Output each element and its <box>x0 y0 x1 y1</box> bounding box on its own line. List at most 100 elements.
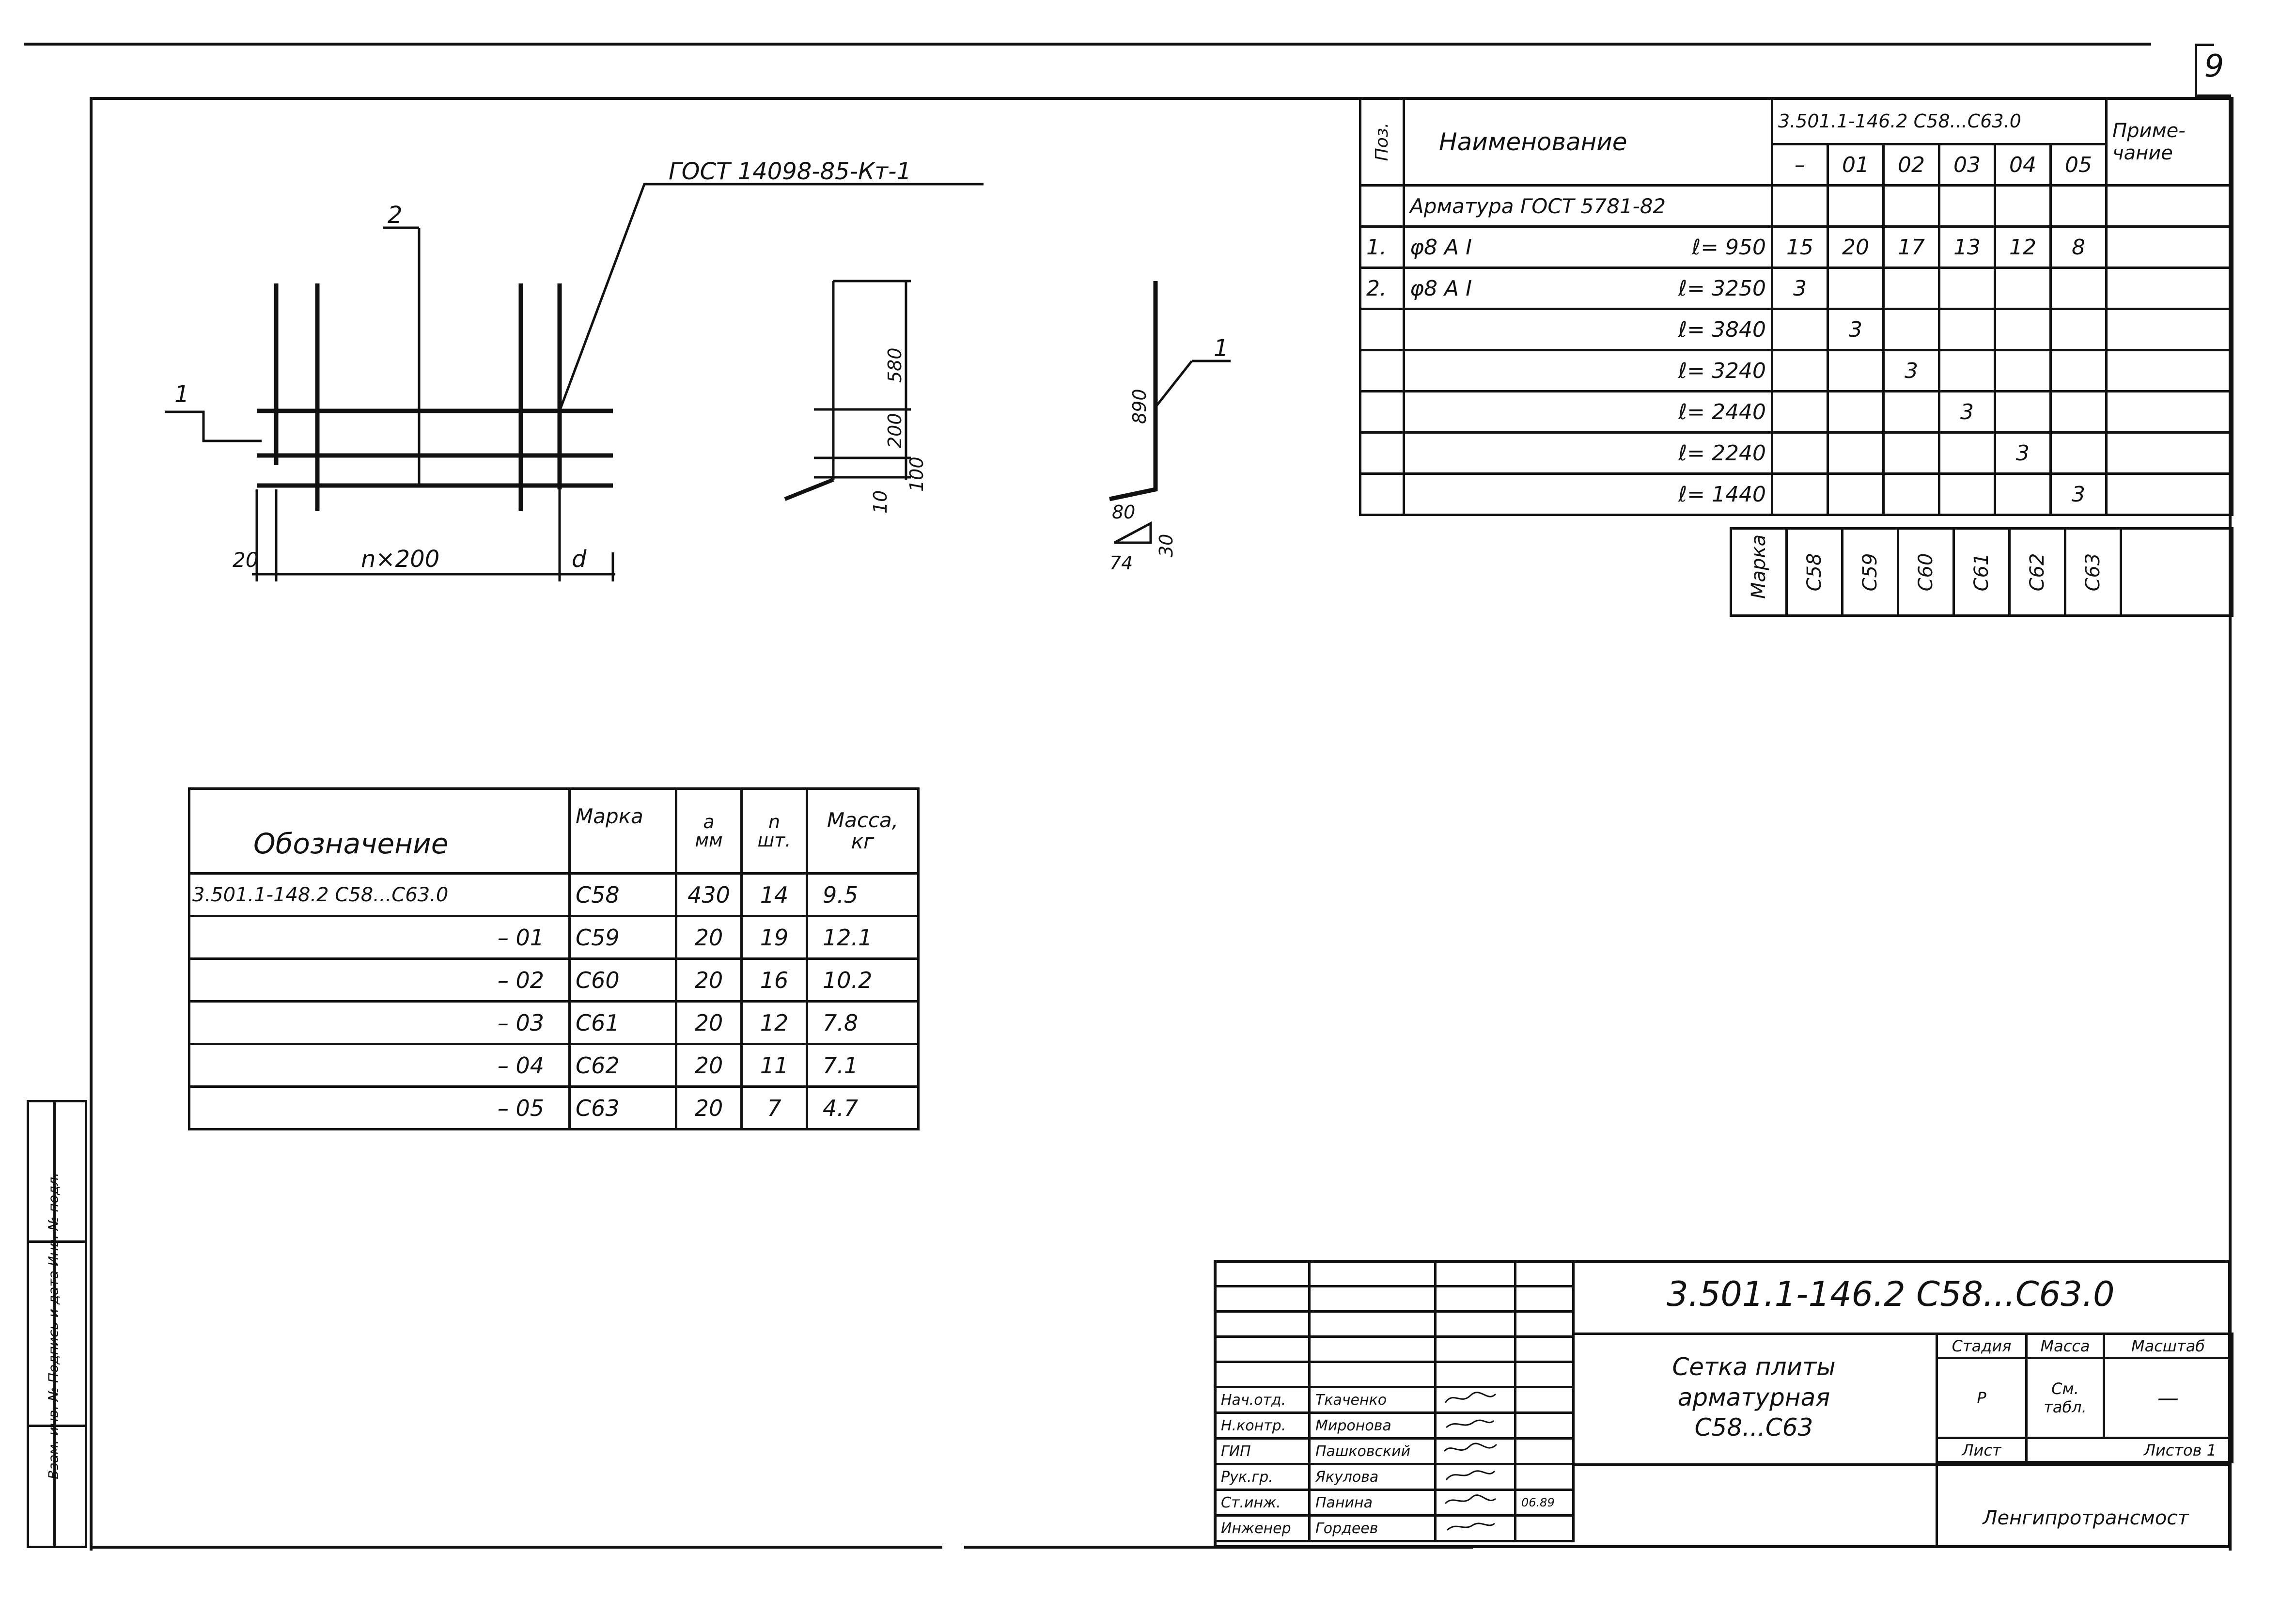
des-code: – 01 <box>188 915 571 960</box>
gost-label: ГОСТ 14098-85-Кт-1 <box>669 158 911 185</box>
page-number-box <box>2195 44 2231 97</box>
spec-len: ℓ= 1440 <box>1678 482 1766 507</box>
staff-name: Пашковский <box>1308 1437 1437 1465</box>
spec-cell <box>1882 184 1940 228</box>
staff-cell <box>1214 1310 1311 1338</box>
staff-cell <box>1514 1361 1575 1388</box>
frame-bottom <box>90 1546 942 1549</box>
spec-qty <box>1827 267 1885 310</box>
marka-value: С61 <box>1970 553 1993 591</box>
v-dim-top: 580 <box>884 347 906 383</box>
des-mark: С58 <box>568 872 677 917</box>
side-stamp-divider <box>27 1240 87 1243</box>
spec-qty: 3 <box>1938 390 1996 434</box>
spec-doc-code: 3.501.1-146.2 С58...С63.0 <box>1770 97 2108 145</box>
des-n: 16 <box>740 957 808 1003</box>
staff-cell <box>1434 1260 1516 1287</box>
des-a: 430 <box>675 872 743 917</box>
staff-cell <box>1308 1285 1437 1313</box>
spec-qty: 3 <box>2049 472 2108 516</box>
staff-name: Якулова <box>1308 1463 1437 1491</box>
spec-row: ℓ= 3840 3 <box>1359 308 2234 351</box>
staff-cell <box>1308 1361 1437 1388</box>
spec-bar-cell: ℓ= 1440 <box>1403 472 1773 516</box>
spec-row: ℓ= 2240 3 <box>1359 431 2234 475</box>
des-mass: 12.1 <box>806 915 920 960</box>
mass-header: Масса <box>2025 1333 2105 1359</box>
bar-height-label: 890 <box>1129 389 1150 424</box>
mass-value: См. табл. <box>2025 1357 2105 1439</box>
des-header-a: a мм <box>675 787 743 875</box>
spec-variant: 01 <box>1827 143 1885 187</box>
pos2-label: 2 <box>388 202 403 229</box>
des-mass: 10.2 <box>806 957 920 1003</box>
pos1-leader <box>165 410 262 442</box>
staff-role: Нач.отд. <box>1214 1386 1311 1414</box>
spec-col-note: Приме- чание <box>2105 97 2234 187</box>
spec-qty <box>1882 308 1940 351</box>
spec-note <box>2105 390 2234 434</box>
des-n: 12 <box>740 1000 808 1045</box>
staff-name: Ткаченко <box>1308 1386 1437 1414</box>
tb-organization: Ленгипротрансмост <box>1983 1507 2189 1529</box>
staff-cell <box>1514 1285 1575 1313</box>
staff-date <box>1514 1463 1575 1491</box>
stage-value: Р <box>1936 1357 2028 1439</box>
dim-left-label: 20 <box>233 548 258 572</box>
top-rule <box>24 43 2151 46</box>
stage-header: Стадия <box>1936 1333 2028 1359</box>
bar-foot-label: 80 <box>1112 502 1135 523</box>
marka-label-cell: Марка <box>1730 527 1788 617</box>
des-mark: С60 <box>568 957 677 1003</box>
spec-note <box>2105 431 2234 475</box>
spec-qty <box>1994 267 2052 310</box>
spec-qty <box>1994 349 2052 392</box>
des-n: 11 <box>740 1043 808 1088</box>
spec-qty <box>1994 472 2052 516</box>
des-a: 20 <box>675 1085 743 1130</box>
staff-cell <box>1434 1310 1516 1338</box>
spec-qty: 15 <box>1771 225 1829 269</box>
spec-qty <box>1771 390 1829 434</box>
top-rule-right <box>2195 44 2214 46</box>
sheets-label: Листов 1 <box>2025 1437 2234 1463</box>
spec-qty: 3 <box>1827 308 1885 351</box>
mesh-drawing: ГОСТ 14098-85-Кт-1 2 1 20 n×200 d 1 580 … <box>165 158 1231 581</box>
spec-pos <box>1359 431 1405 475</box>
side-stamp-divider <box>27 1425 87 1427</box>
spec-qty <box>1882 390 1940 434</box>
tb-divider <box>1572 1333 2231 1335</box>
spec-note <box>2105 349 2234 392</box>
des-code: 3.501.1-148.2 С58...С63.0 <box>188 872 571 917</box>
spec-row: ℓ= 1440 3 <box>1359 472 2234 516</box>
des-mass: 7.1 <box>806 1043 920 1088</box>
spec-bar: φ8 А I <box>1410 276 1472 301</box>
des-a: 20 <box>675 915 743 960</box>
spec-qty <box>1771 472 1829 516</box>
spec-col-pos: Поз. <box>1359 97 1405 187</box>
side-stamp-strip <box>27 1100 87 1548</box>
spec-qty <box>1882 267 1940 310</box>
spec-qty: 20 <box>1827 225 1885 269</box>
staff-signature <box>1434 1463 1516 1491</box>
dim-span-label: n×200 <box>361 546 439 573</box>
des-a: 20 <box>675 1043 743 1088</box>
staff-signature <box>1434 1437 1516 1465</box>
spec-note <box>2105 225 2234 269</box>
spec-qty: 17 <box>1882 225 1940 269</box>
des-mass: 9.5 <box>806 872 920 917</box>
staff-table: Нач.отд. Ткаченко Н.контр. Миронова ГИП … <box>1214 1260 1575 1542</box>
page-number: 9 <box>2204 48 2224 84</box>
staff-role: ГИП <box>1214 1437 1311 1465</box>
spec-len: ℓ= 2240 <box>1678 440 1766 466</box>
des-mark: С61 <box>568 1000 677 1045</box>
spec-bar-cell: ℓ= 2440 <box>1403 390 1773 434</box>
tb-document-code: 3.501.1-146.2 С58...С63.0 <box>1667 1274 2115 1314</box>
frame-top <box>90 97 2231 100</box>
spec-cell <box>1938 184 1996 228</box>
spec-len: ℓ= 3240 <box>1678 358 1766 383</box>
spec-cell <box>1359 184 1405 228</box>
